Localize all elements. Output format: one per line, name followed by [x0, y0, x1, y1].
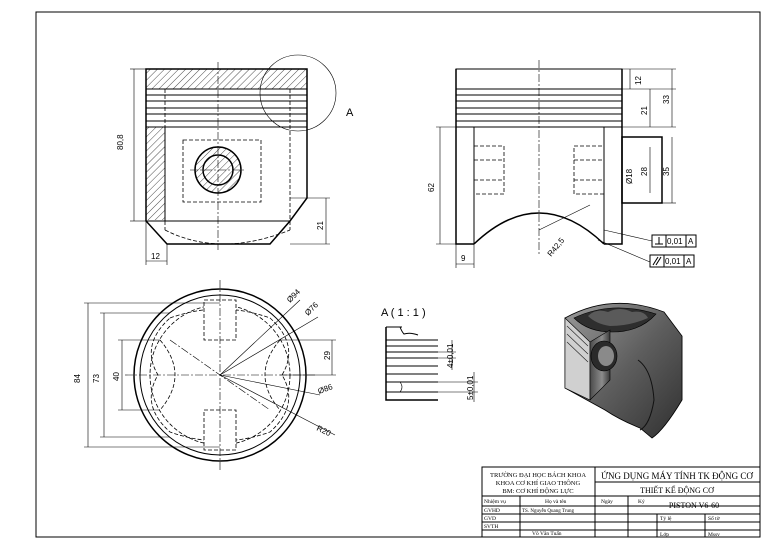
dim-d76: Ø76: [303, 300, 320, 317]
tb-class-label: Lớp: [660, 532, 669, 538]
sheet-border: [35, 11, 761, 538]
tb-row-gvd: GVD: [484, 516, 496, 522]
dim-35: 35: [662, 167, 671, 176]
tb-subtitle: THIẾT KẾ ĐỘNG CƠ: [640, 485, 715, 495]
dim-80-8: 80,8: [116, 134, 125, 150]
dim-d86: Ø86: [317, 382, 335, 396]
dim-33: 33: [662, 95, 671, 104]
tb-school-1: TRƯỜNG ĐẠI HỌC BÁCH KHOA: [490, 471, 586, 479]
side-view: 12 33 21 28 35 Ø18 62 9 R42,5 0,01 A: [427, 60, 697, 268]
tb-school-3: BM: CƠ KHÍ ĐỘNG LỰC: [502, 487, 573, 495]
tol-par-value: 0,01: [665, 257, 681, 266]
dim-12-side: 12: [634, 76, 643, 85]
front-view: A 80,8 12 21: [116, 54, 354, 265]
dim-21-side: 21: [640, 106, 649, 115]
tb-school-2: KHOA CƠ KHÍ GIAO THÔNG: [496, 479, 581, 487]
tb-row-svth-name: Võ Văn Tuấn: [532, 530, 562, 537]
tol-par-datum: A: [686, 257, 692, 266]
tb-col-sign: Ký: [638, 499, 645, 505]
tb-project: ỨNG DỤNG MÁY TÍNH TK ĐỘNG CƠ: [601, 471, 753, 481]
tb-sheet-label: Số tờ: [708, 515, 720, 522]
dim-28: 28: [640, 167, 649, 176]
title-block: TRƯỜNG ĐẠI HỌC BÁCH KHOA KHOA CƠ KHÍ GIA…: [481, 466, 761, 538]
dim-12-bottom: 12: [151, 252, 160, 261]
tb-scale-label: Tỷ lệ: [660, 516, 672, 522]
dim-29: 29: [323, 351, 332, 360]
dim-9: 9: [461, 254, 466, 263]
tb-row-gvhd: GVHD: [484, 508, 500, 514]
dim-21-front: 21: [316, 221, 325, 230]
dim-r42-5: R42,5: [546, 236, 567, 259]
detail-a-title: A ( 1 : 1 ): [381, 307, 426, 319]
dim-73: 73: [92, 374, 101, 383]
tb-col-name: Họ và tên: [545, 499, 567, 505]
dim-r20: R20: [315, 424, 333, 439]
dim-tol-5: 5±0,01: [466, 375, 475, 400]
tb-col-date: Ngày: [601, 499, 613, 505]
tb-col-task: Nhiệm vụ: [484, 499, 506, 505]
tb-part-name: PISTON V6-60: [669, 501, 719, 510]
detail-a: A ( 1 : 1 ) 4±0,01 5±0,01: [381, 307, 478, 402]
dim-d94: Ø94: [285, 287, 302, 304]
detail-marker: A: [346, 107, 354, 119]
tb-row-gvhd-name: TS. Nguyễn Quang Trung: [522, 508, 574, 514]
dim-62: 62: [427, 183, 436, 192]
dim-40: 40: [112, 372, 121, 381]
tb-code-label: Mssv: [708, 532, 720, 538]
iso-render: [564, 302, 683, 439]
detail-circle: [259, 54, 337, 132]
dim-tol-4: 4±0,01: [446, 343, 455, 368]
top-view: Ø94 Ø76 Ø86 R20 84 73 40 29: [73, 280, 336, 470]
tol-perp-datum: A: [688, 237, 694, 246]
dim-84: 84: [73, 374, 82, 383]
dim-d18: Ø18: [625, 168, 634, 184]
tol-perp-value: 0,01: [667, 237, 683, 246]
tb-row-svth: SVTH: [484, 524, 498, 530]
